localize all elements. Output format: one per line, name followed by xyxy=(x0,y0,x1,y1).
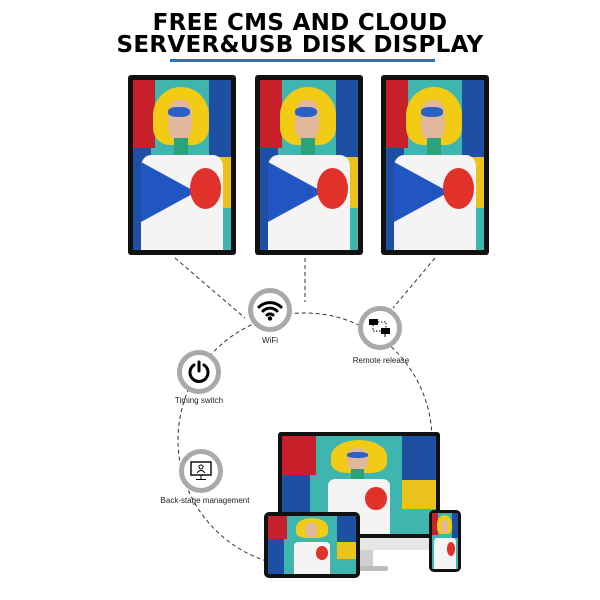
remote-release-label: Remote release xyxy=(352,356,410,365)
monitor-user-icon xyxy=(179,449,223,493)
backstage-management-label: Back-stage management xyxy=(160,496,250,505)
tablet xyxy=(264,512,360,578)
title-line-1: FREE CMS AND CLOUD xyxy=(152,10,448,36)
wifi-label: WiFi xyxy=(262,336,278,345)
network-icon xyxy=(358,306,402,350)
display-screen-3 xyxy=(381,75,489,255)
display-screen-2 xyxy=(255,75,363,255)
title-underline xyxy=(170,59,435,62)
display-screen-1 xyxy=(128,75,236,255)
title-line-2: SERVER&USB DISK DISPLAY xyxy=(116,32,484,58)
wifi-icon xyxy=(248,288,292,332)
smartphone xyxy=(429,510,461,572)
power-icon xyxy=(177,350,221,394)
timing-switch-label: Timing switch xyxy=(174,396,224,405)
